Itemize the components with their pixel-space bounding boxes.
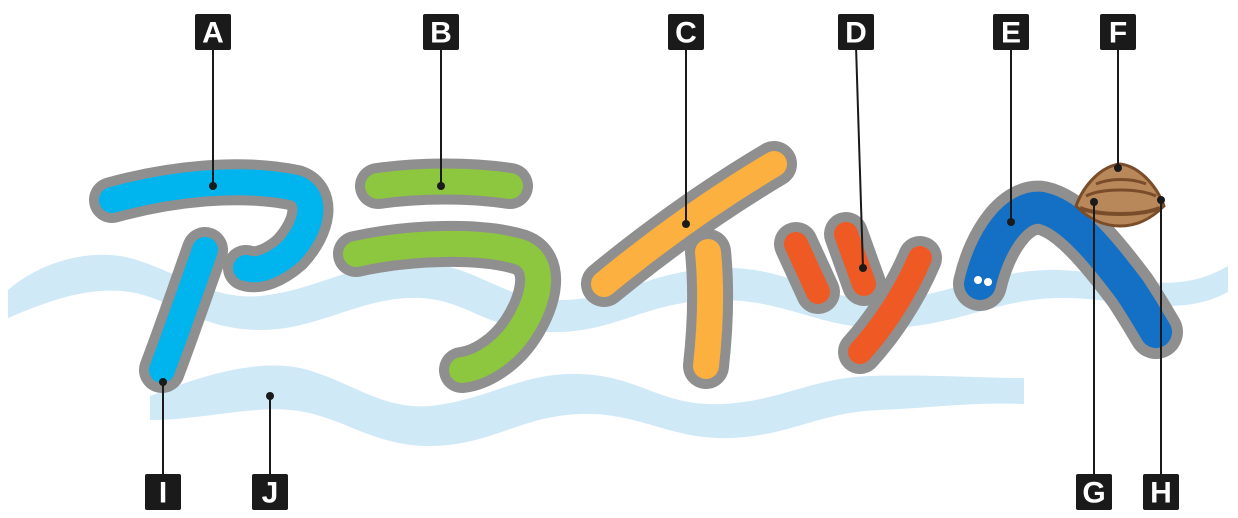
leader-dot-d [859, 264, 867, 272]
katakana-small-tsu-stroke-icon [774, 212, 942, 374]
label-d: D [838, 14, 874, 50]
label-c: C [668, 14, 704, 50]
label-e: E [993, 14, 1029, 50]
leader-dot-a [209, 182, 217, 190]
katakana-he-eel-icon [953, 180, 1183, 359]
label-b: B [423, 14, 459, 50]
label-h-text: H [1150, 477, 1172, 510]
leader-dot-b [437, 182, 445, 190]
leader-lines [159, 45, 1165, 476]
label-b-text: B [430, 17, 452, 50]
eel-eye-icon [984, 278, 992, 286]
label-d-text: D [845, 17, 867, 50]
label-a-text: A [202, 17, 224, 50]
label-g-text: G [1082, 477, 1105, 510]
label-g: G [1076, 474, 1112, 510]
label-c-text: C [675, 17, 697, 50]
label-j-text: J [262, 477, 279, 510]
label-h: H [1143, 474, 1179, 510]
katakana-a-stroke-icon [89, 159, 334, 393]
leader-line-d [855, 45, 864, 269]
label-a: A [195, 14, 231, 50]
leader-dot-h [1157, 196, 1165, 204]
katakana-ra-stroke-icon [333, 158, 562, 393]
leader-dot-g [1090, 198, 1098, 206]
clam-shell-icon [1074, 162, 1166, 228]
leader-dot-j [266, 392, 274, 400]
katakana-i-stroke-icon [581, 141, 797, 389]
leader-dot-e [1007, 218, 1015, 226]
leader-dot-c [682, 220, 690, 228]
eel-eye-icon [974, 276, 982, 284]
label-e-text: E [1001, 17, 1021, 50]
label-i-text: I [159, 477, 167, 510]
leader-dot-f [1114, 164, 1122, 172]
label-j: J [252, 474, 288, 510]
leader-dot-i [159, 378, 167, 386]
label-i: I [145, 474, 181, 510]
label-f-text: F [1109, 17, 1127, 50]
label-f: F [1100, 14, 1136, 50]
